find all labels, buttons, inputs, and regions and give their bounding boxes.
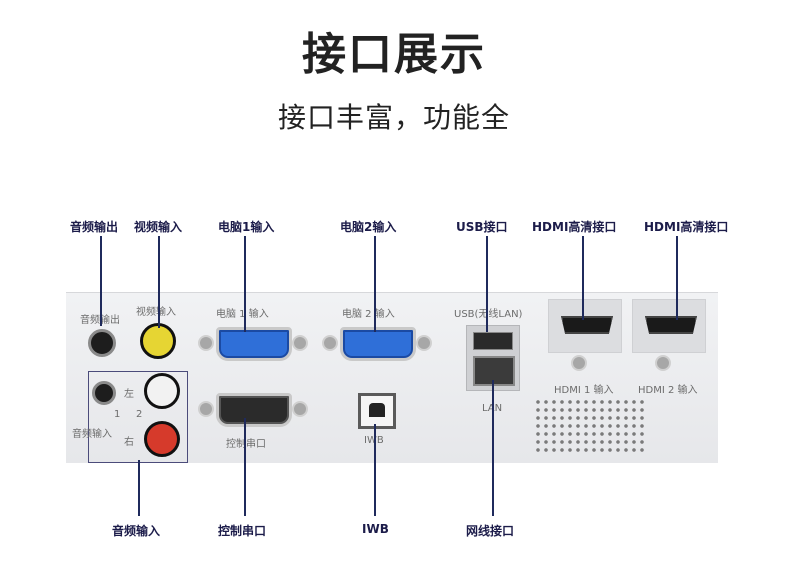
leader-line	[676, 236, 678, 320]
iwb-usb-b-port	[358, 393, 396, 429]
screw-icon	[655, 355, 671, 371]
panel-label-pc1: 电脑 1 输入	[216, 309, 269, 320]
leader-line	[582, 236, 584, 320]
screw-icon	[292, 401, 308, 417]
screw-icon	[416, 335, 432, 351]
panel-label-1: 1	[114, 409, 121, 420]
callout-iwb: IWB	[362, 522, 389, 536]
callout-usb: USB接口	[456, 220, 508, 234]
callout-audio-out: 音频输出	[70, 220, 119, 234]
screw-icon	[571, 355, 587, 371]
panel-label-2: 2	[136, 409, 143, 420]
leader-line	[374, 236, 376, 332]
leader-line	[486, 236, 488, 332]
callout-video-in: 视频输入	[134, 220, 183, 234]
panel-label-serial: 控制串口	[226, 439, 266, 450]
hdmi1-bay	[548, 299, 622, 353]
projector-io-panel: 音频输出 视频输入 左 1 2 音频输入 右 电脑 1 输入 控制串口 电脑 2…	[66, 292, 718, 463]
page-subtitle: 接口丰富，功能全	[277, 101, 510, 134]
callout-hdmi2: HDMI高清接口	[644, 220, 729, 234]
panel-label-right: 右	[124, 437, 134, 448]
audio-in-rca-white	[144, 373, 180, 409]
panel-label-hdmi2: HDMI 2 输入	[638, 385, 698, 396]
callout-audio-in: 音频输入	[112, 524, 161, 538]
panel-label-iwb: IWB	[364, 435, 384, 446]
lan-rj45-port	[473, 356, 515, 386]
panel-label-pc2: 电脑 2 输入	[342, 309, 395, 320]
audio-in-jack	[92, 381, 116, 405]
screw-icon	[292, 335, 308, 351]
leader-line	[492, 380, 494, 516]
callout-hdmi1: HDMI高清接口	[532, 220, 617, 234]
pc1-vga-port	[216, 327, 292, 361]
screw-icon	[322, 335, 338, 351]
panel-label-video-in: 视频输入	[136, 307, 176, 318]
video-in-rca-yellow	[140, 323, 176, 359]
leader-line	[138, 460, 140, 516]
vent-grille	[534, 398, 644, 456]
hdmi1-port	[561, 316, 613, 334]
leader-line	[244, 236, 246, 332]
page-title: 接口展示	[302, 29, 486, 80]
callout-lan: 网线接口	[466, 524, 515, 538]
hdmi2-bay	[632, 299, 706, 353]
panel-label-audio-in: 音频输入	[72, 429, 112, 440]
callout-serial: 控制串口	[218, 524, 267, 538]
audio-out-jack	[88, 329, 116, 357]
pc2-vga-port	[340, 327, 416, 361]
leader-line	[100, 236, 102, 326]
serial-port	[216, 393, 292, 427]
panel-label-usb: USB(无线LAN)	[454, 309, 523, 320]
callout-pc2-in: 电脑2输入	[340, 220, 397, 234]
usb-a-port	[473, 332, 513, 350]
leader-line	[374, 424, 376, 516]
audio-in-rca-red	[144, 421, 180, 457]
hdmi2-port	[645, 316, 697, 334]
panel-label-left: 左	[124, 389, 134, 400]
screw-icon	[198, 401, 214, 417]
panel-label-hdmi1: HDMI 1 输入	[554, 385, 614, 396]
leader-line	[158, 236, 160, 328]
leader-line	[244, 418, 246, 516]
callout-pc1-in: 电脑1输入	[218, 220, 275, 234]
screw-icon	[198, 335, 214, 351]
